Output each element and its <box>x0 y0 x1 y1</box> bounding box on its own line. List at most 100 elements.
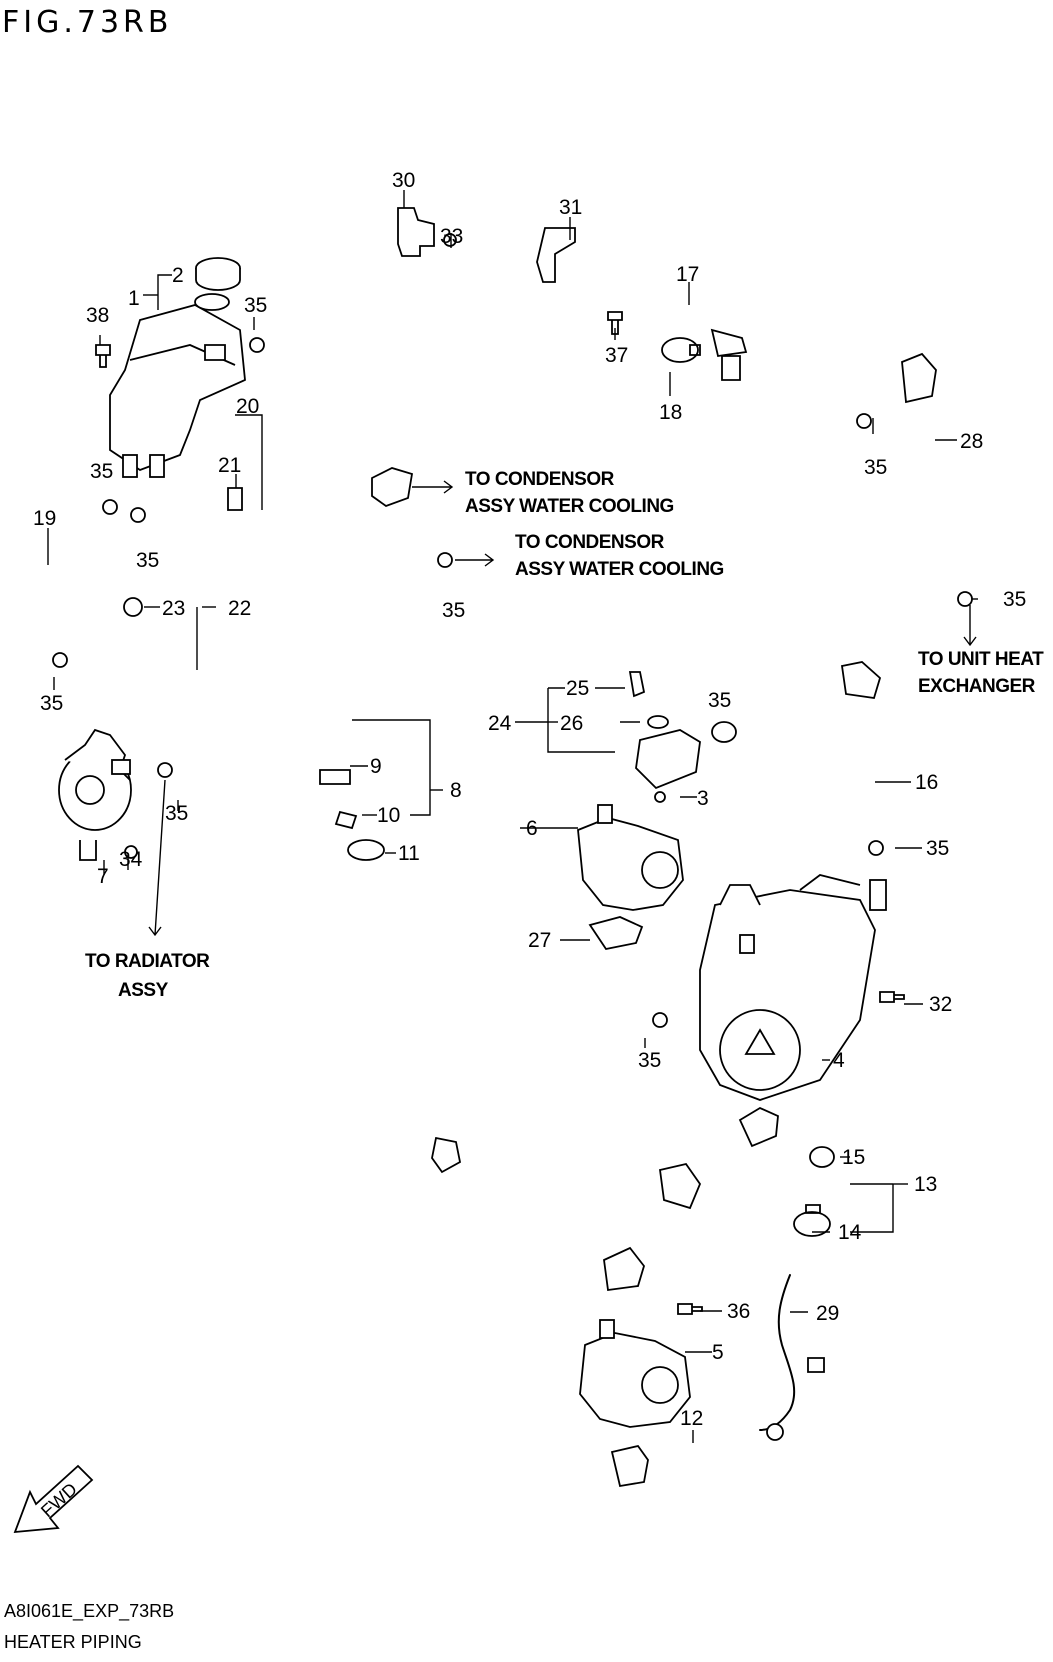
sensor-25 <box>628 671 646 698</box>
o-ring-26 <box>647 715 669 729</box>
drawing-code: A8I061E_EXP_73RB <box>4 1601 174 1622</box>
callout-36: 36 <box>727 1300 750 1323</box>
callout-18: 18 <box>659 401 682 424</box>
bolt-38 <box>95 344 111 368</box>
reservoir-cap <box>194 257 241 311</box>
leader-lines <box>47 190 978 1443</box>
callout-26: 26 <box>560 712 583 735</box>
callout-5: 5 <box>712 1341 724 1364</box>
note-heat-exchanger-line1: TO UNIT HEAT <box>918 649 1044 670</box>
pump-7 <box>58 728 132 861</box>
harness-connector <box>807 1357 825 1373</box>
harness-clip <box>766 1423 784 1441</box>
callout-numbers: 1 2 3 4 5 6 7 8 9 10 11 12 13 14 15 16 1… <box>33 169 1026 1430</box>
note-condenser-1-line2: ASSY WATER COOLING <box>465 496 674 517</box>
clamp-35-c <box>130 507 146 523</box>
callout-10: 10 <box>377 804 400 827</box>
connector-8-sensor <box>431 1136 462 1174</box>
clamp-35-d <box>52 652 68 668</box>
clamp-15 <box>809 1146 835 1168</box>
callout-3: 3 <box>697 787 709 810</box>
hose-12 <box>638 1446 727 1482</box>
callout-14: 14 <box>838 1221 862 1244</box>
callout-16: 16 <box>915 771 938 794</box>
callout-35-i: 35 <box>926 837 949 860</box>
hose-16 <box>854 669 892 841</box>
bolt-32 <box>879 991 905 1003</box>
callout-22: 22 <box>228 597 251 620</box>
connector-13-bottom <box>603 1246 645 1292</box>
connector-27 <box>588 916 644 951</box>
callout-6: 6 <box>526 817 538 840</box>
callout-33: 33 <box>440 225 463 248</box>
clamp-35-g <box>856 413 872 429</box>
note-condenser-1-line1: TO CONDENSOR <box>465 469 615 490</box>
clamp-35-i <box>868 840 884 856</box>
flow-arrows <box>148 480 977 937</box>
callout-35-c: 35 <box>136 549 159 572</box>
callout-19: 19 <box>33 507 56 530</box>
callout-32: 32 <box>929 993 952 1016</box>
callout-17: 17 <box>676 263 699 286</box>
connector-13-top <box>738 1106 779 1148</box>
callout-37: 37 <box>605 344 628 367</box>
callout-35-j: 35 <box>638 1049 661 1072</box>
callout-15: 15 <box>842 1146 865 1169</box>
nut-33 <box>443 233 457 247</box>
callout-13: 13 <box>914 1173 937 1196</box>
callout-2: 2 <box>172 264 184 287</box>
valve-6 <box>577 804 684 911</box>
hose-20 <box>170 480 405 575</box>
bracket-31 <box>536 227 576 283</box>
nut-3 <box>654 791 666 803</box>
callout-35-a: 35 <box>244 294 267 317</box>
connector-28 <box>901 352 937 404</box>
hose-19 <box>14 515 120 650</box>
callout-30: 30 <box>392 169 415 192</box>
callout-29: 29 <box>816 1302 839 1325</box>
tee-connector <box>710 328 748 381</box>
clamp-14 <box>793 1204 831 1237</box>
callout-35-h: 35 <box>1003 588 1026 611</box>
clamp-35-outlet <box>711 721 737 743</box>
clip-21 <box>227 487 243 511</box>
callout-38: 38 <box>86 304 109 327</box>
callout-23: 23 <box>162 597 185 620</box>
connector-8-end <box>658 1162 702 1210</box>
callout-27: 27 <box>528 929 551 952</box>
hose-17-branch <box>725 350 860 461</box>
callout-1: 1 <box>128 287 140 310</box>
callout-35-b: 35 <box>90 460 113 483</box>
callout-7: 7 <box>97 865 109 888</box>
callout-21: 21 <box>218 454 241 477</box>
clamp-35-a <box>249 337 265 353</box>
callout-20: 20 <box>236 395 259 418</box>
connector-20-end <box>371 467 414 508</box>
note-radiator-line2: ASSY <box>118 980 169 1001</box>
wire-harness-29 <box>759 1274 796 1431</box>
figure-title: FIG.73RB <box>2 5 173 40</box>
connector-12 <box>610 1444 649 1488</box>
callout-35-f: 35 <box>442 599 465 622</box>
callout-9: 9 <box>370 755 382 778</box>
reservoir-tank <box>109 304 246 478</box>
callout-35-k: 35 <box>708 689 731 712</box>
callout-28: 28 <box>960 430 983 453</box>
clip-10 <box>334 810 358 830</box>
destination-notes: TO CONDENSOR ASSY WATER COOLING TO CONDE… <box>85 469 1045 1001</box>
valve-5 <box>579 1319 691 1428</box>
hose-17 <box>264 263 731 353</box>
callout-11: 11 <box>398 842 420 865</box>
callout-8: 8 <box>450 779 462 802</box>
callout-34: 34 <box>119 848 143 871</box>
hose-8 <box>288 562 693 1175</box>
fwd-arrow-icon: FWD <box>13 1464 94 1534</box>
heater-4 <box>699 874 887 1101</box>
callout-35-e: 35 <box>165 802 188 825</box>
hose-22 <box>104 521 235 774</box>
clamp-35-j <box>652 1012 668 1028</box>
note-heat-exchanger-line2: EXCHANGER <box>918 676 1036 697</box>
bolt-36 <box>677 1303 703 1315</box>
clip-9 <box>319 769 351 785</box>
